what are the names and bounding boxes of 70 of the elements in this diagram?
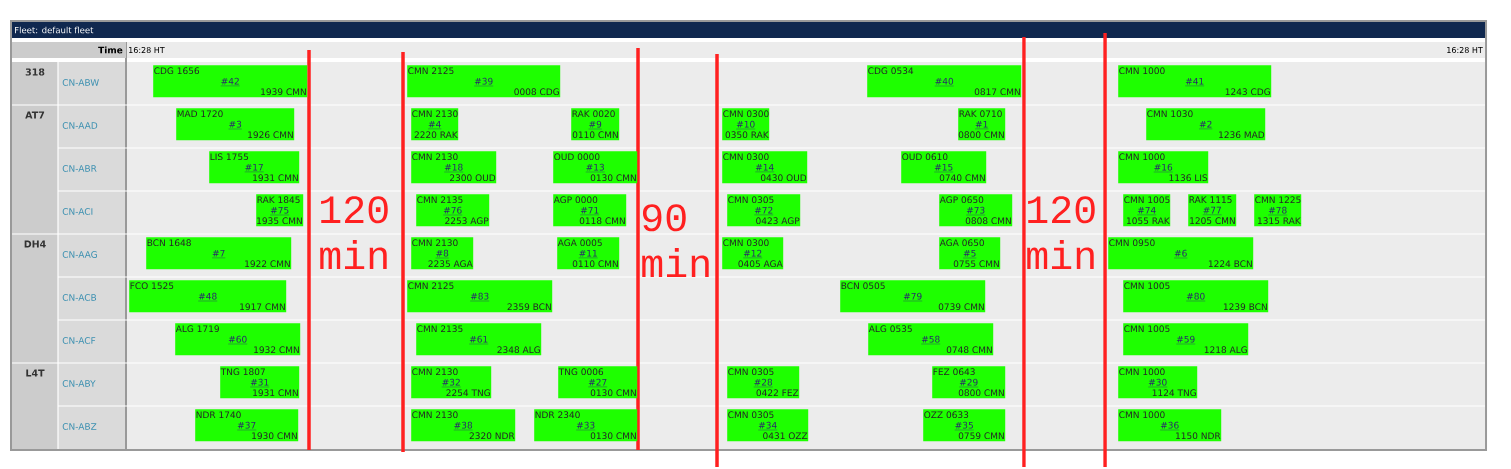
- clock-label: 16:28 HT: [1447, 46, 1483, 53]
- flight-bar: CDG 0534 #40 0817 CMN: [867, 65, 1022, 98]
- flight-bar: OUD 0610 #15 0740 CMN: [901, 151, 987, 184]
- flight-bar: CMN 1000 #41 1243 CDG: [1118, 65, 1272, 98]
- flight-bar: NDR 1740 #37 1930 CMN: [195, 409, 299, 442]
- flight-bar: CMN 2130 #32 2254 TNG: [411, 366, 492, 399]
- aircraft-type-label: AT7: [25, 111, 45, 119]
- flight-bar: BCN 1648 #7 1922 CMN: [146, 237, 292, 270]
- flight-bar: BCN 0505 #79 0739 CMN: [840, 280, 986, 313]
- flight-bar: TNG 1807 #31 1931 CMN: [220, 366, 300, 399]
- flight-bar: CMN 0300 #10 0350 RAK: [722, 108, 770, 141]
- flight-bar: MAD 1720 #3 1926 CMN: [176, 108, 295, 141]
- flight-bar: CMN 1005 #74 1055 RAK: [1123, 194, 1171, 227]
- flight-bar: ALG 0535 #58 0748 CMN: [868, 323, 994, 356]
- flight-bar: FCO 1525 #48 1917 CMN: [129, 280, 287, 313]
- duration-label: 90 min: [642, 204, 709, 277]
- flight-bar: OZZ 0633 #35 0759 CMN: [923, 409, 1006, 442]
- flight-bar: CMN 2130 #8 2235 AGA: [411, 237, 474, 270]
- flight-bar: LIS 1755 #17 1931 CMN: [209, 151, 300, 184]
- flight-bar: CMN 0305 #34 0431 OZZ: [727, 409, 809, 442]
- flight-bar: CMN 2130 #38 2320 NDR: [411, 409, 516, 442]
- column-header: Time: [12, 42, 126, 58]
- registration-label: CN-ABZ: [62, 423, 97, 430]
- aircraft-type-label: DH4: [24, 240, 46, 248]
- aircraft-type-label: 318: [25, 68, 45, 76]
- flight-bar: CMN 1030 #2 1236 MAD: [1146, 108, 1266, 141]
- flight-bar: CMN 0300 #14 0430 OUD: [722, 151, 808, 184]
- flight-bar: AGA 0005 #11 0110 CMN: [557, 237, 620, 270]
- aircraft-type-label: L4T: [26, 369, 45, 377]
- flight-bar: CMN 0300 #12 0405 AGA: [722, 237, 784, 270]
- registration-label: CN-AAD: [62, 122, 98, 129]
- flight-bar: CMN 2135 #61 2348 ALG: [416, 323, 542, 356]
- flight-bar: OUD 0000 #13 0130 CMN: [553, 151, 638, 184]
- flight-bar: CMN 2125 #83 2359 BCN: [407, 280, 553, 313]
- flight-bar: AGA 0650 #5 0755 CMN: [939, 237, 1001, 270]
- duration-label: 120 min: [320, 196, 388, 269]
- flight-bar: CMN 1225 #78 1315 RAK: [1254, 194, 1302, 227]
- flight-bar: CMN 0305 #72 0423 AGP: [727, 194, 801, 227]
- flight-bar: FEZ 0643 #29 0800 CMN: [932, 366, 1006, 399]
- flight-bar: CMN 1000 #16 1136 LIS: [1118, 151, 1209, 184]
- registration-label: CN-ACI: [62, 208, 93, 215]
- registration-label: CN-ABR: [62, 165, 97, 172]
- flight-bar: AGP 0650 #73 0808 CMN: [939, 194, 1013, 227]
- flight-bar: CMN 2130 #4 2220 RAK: [411, 108, 459, 141]
- flight-bar: CMN 1005 #59 1218 ALG: [1123, 323, 1249, 356]
- flight-bar: CMN 2130 #18 2300 OUD: [411, 151, 497, 184]
- flight-bar: CMN 1005 #80 1239 BCN: [1123, 280, 1269, 313]
- flight-bar: CMN 2135 #76 2253 AGP: [416, 194, 490, 227]
- registration-label: CN-ABW: [62, 79, 99, 86]
- registration-label: CN-ABY: [62, 380, 96, 387]
- clock-label: 16:28 HT: [129, 46, 165, 53]
- registration-label: CN-ACB: [62, 294, 97, 301]
- flight-bar: CMN 1000 #36 1150 NDR: [1118, 409, 1222, 442]
- flight-bar: RAK 0020 #9 0110 CMN: [571, 108, 620, 141]
- flight-bar: CMN 0305 #28 0422 FEZ: [727, 366, 800, 399]
- flight-bar: CDG 1656 #42 1939 CMN: [153, 65, 308, 98]
- flight-bar: RAK 0710 #1 0800 CMN: [958, 108, 1006, 141]
- duration-label: 120 min: [1027, 196, 1095, 269]
- flight-bar: CMN 1000 #30 1124 TNG: [1118, 366, 1198, 399]
- header-bar: Fleet: default fleet: [12, 22, 1485, 38]
- flight-bar: CMN 0950 #6 1224 BCN: [1108, 237, 1254, 270]
- flight-bar: TNG 0006 #27 0130 CMN: [558, 366, 638, 399]
- flight-bar: RAK 1845 #75 1935 CMN: [256, 194, 304, 227]
- flight-bar: AGP 0000 #71 0118 CMN: [553, 194, 627, 227]
- flight-bar: ALG 1719 #60 1932 CMN: [175, 323, 301, 356]
- registration-label: CN-AAG: [62, 251, 97, 258]
- flight-bar: RAK 1115 #77 1205 CMN: [1188, 194, 1237, 227]
- flight-bar: CMN 2125 #39 0008 CDG: [407, 65, 561, 98]
- flight-bar: NDR 2340 #33 0130 CMN: [534, 409, 638, 442]
- registration-label: CN-ACF: [62, 337, 96, 344]
